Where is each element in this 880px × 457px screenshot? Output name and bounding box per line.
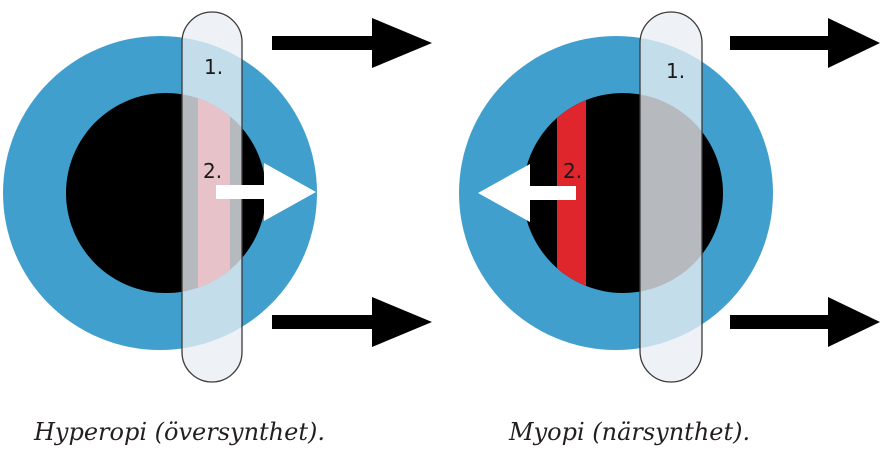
focus-label: 2. [563, 159, 582, 183]
left-arrow-icon [478, 164, 576, 222]
right-arrow-icon [272, 18, 432, 68]
lens-label: 1. [204, 55, 223, 79]
lens-label: 1. [666, 59, 685, 83]
hyperopia-panel: 1. 2. [3, 11, 432, 383]
focus-label: 2. [203, 159, 222, 183]
right-arrow-icon [272, 297, 432, 347]
caption-myopia: Myopi (närsynthet). [509, 418, 751, 446]
right-arrow-icon [730, 18, 880, 68]
right-arrow-icon [216, 163, 316, 221]
lens [639, 11, 703, 383]
caption-hyperopia: Hyperopi (översynthet). [34, 418, 325, 446]
right-arrow-icon [730, 297, 880, 347]
myopia-panel: 1. 2. [459, 11, 880, 383]
